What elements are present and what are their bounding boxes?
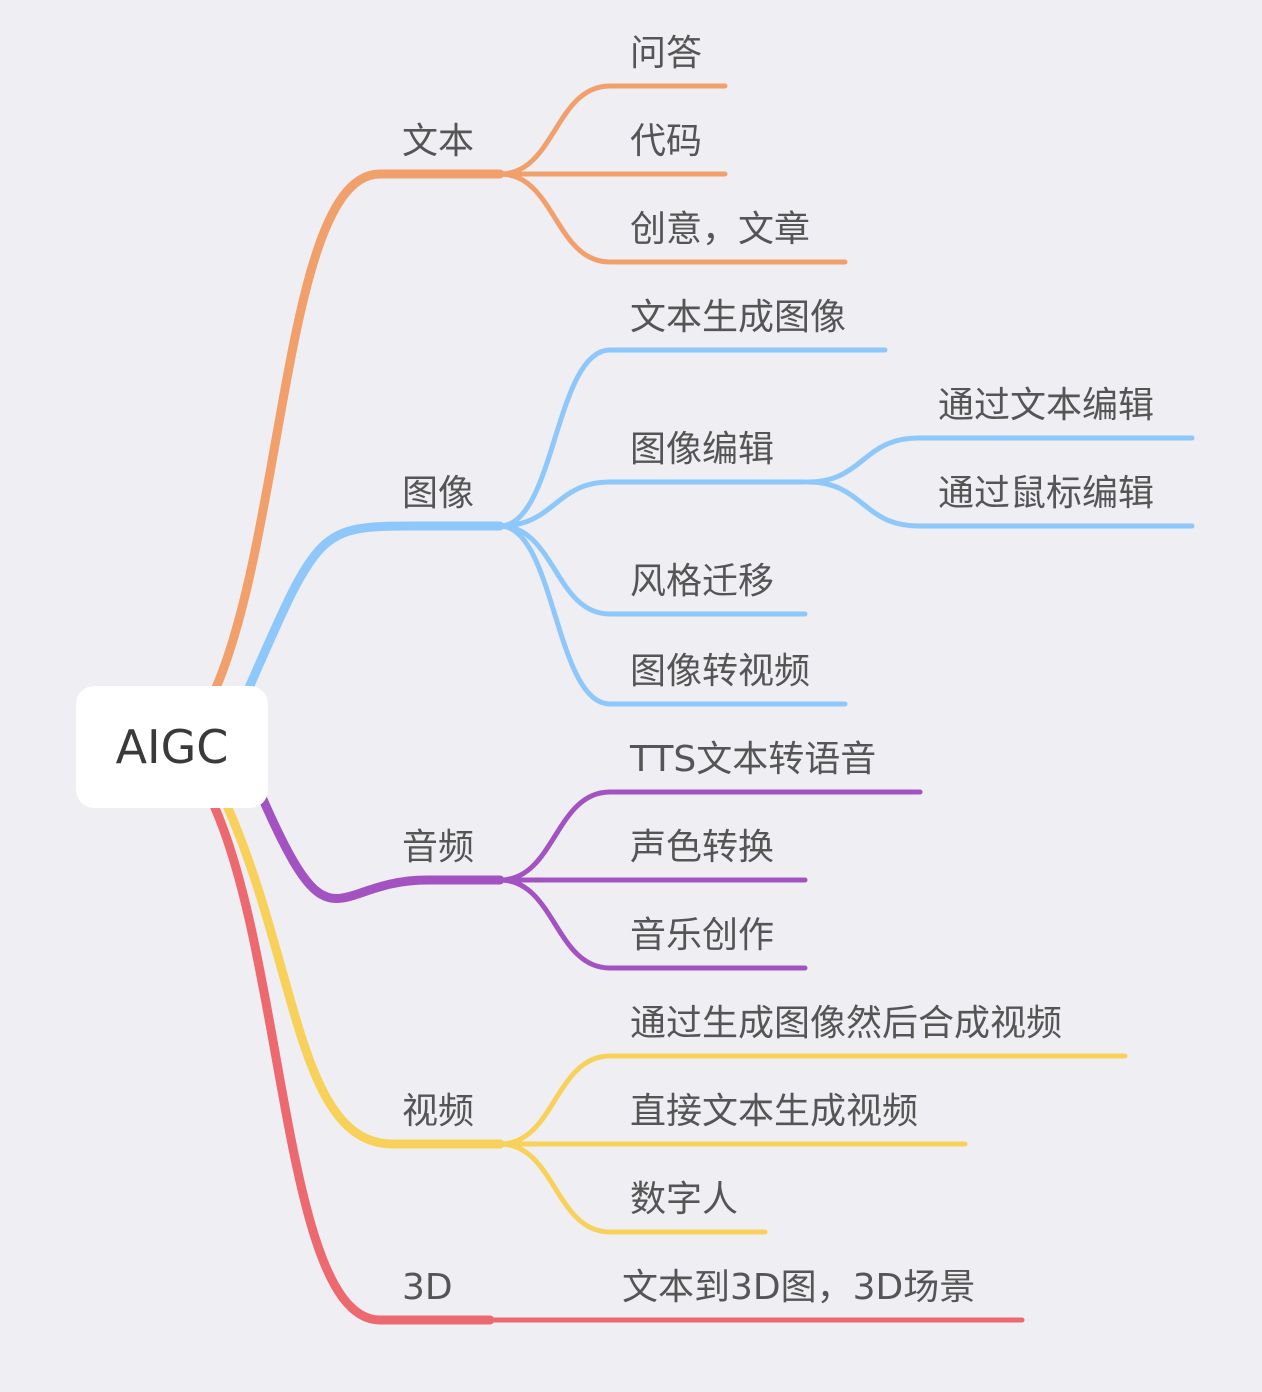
grandchild-link-1-1-0 bbox=[805, 435, 1195, 485]
child-label-2-2[interactable]: 音乐创作 bbox=[630, 915, 775, 956]
child-label-1-1[interactable]: 图像编辑 bbox=[630, 429, 775, 470]
branch-label-0[interactable]: 文本 bbox=[402, 121, 475, 162]
child-label-0-2[interactable]: 创意，文章 bbox=[630, 209, 811, 250]
branch-link-0 bbox=[210, 169, 505, 695]
child-link-0-2 bbox=[497, 171, 848, 265]
child-link-2-2 bbox=[497, 877, 808, 971]
child-label-1-2[interactable]: 风格迁移 bbox=[630, 561, 775, 602]
branch-link-2 bbox=[257, 792, 505, 903]
branch-label-3[interactable]: 视频 bbox=[402, 1091, 475, 1132]
branch-link-1 bbox=[243, 521, 505, 695]
child-link-1-3 bbox=[497, 523, 848, 707]
child-link-1-2 bbox=[497, 523, 808, 617]
child-link-1-0 bbox=[497, 347, 888, 529]
child-label-3-0[interactable]: 通过生成图像然后合成视频 bbox=[630, 1003, 1063, 1044]
branch-link-3 bbox=[223, 803, 505, 1149]
child-link-3-0 bbox=[497, 1053, 1128, 1147]
branch-link-4 bbox=[210, 803, 495, 1325]
child-label-2-0[interactable]: TTS文本转语音 bbox=[630, 739, 877, 780]
grandchild-label-1-1-0[interactable]: 通过文本编辑 bbox=[938, 385, 1155, 426]
child-link-1-1 bbox=[497, 479, 808, 529]
root-label: AIGC bbox=[115, 720, 229, 774]
child-label-0-1[interactable]: 代码 bbox=[630, 121, 703, 162]
root-node[interactable]: AIGC bbox=[76, 686, 268, 808]
child-label-4-0[interactable]: 文本到3D图，3D场景 bbox=[622, 1267, 976, 1308]
child-label-3-2[interactable]: 数字人 bbox=[630, 1179, 739, 1220]
child-label-3-1[interactable]: 直接文本生成视频 bbox=[630, 1091, 919, 1132]
child-label-2-1[interactable]: 声色转换 bbox=[630, 827, 775, 868]
branch-label-1[interactable]: 图像 bbox=[402, 473, 475, 514]
grandchild-link-1-1-1 bbox=[805, 479, 1195, 529]
child-link-3-2 bbox=[497, 1141, 768, 1235]
child-link-2-0 bbox=[497, 789, 923, 883]
child-link-0-0 bbox=[497, 83, 728, 177]
branch-label-2[interactable]: 音频 bbox=[402, 827, 475, 868]
child-label-0-0[interactable]: 问答 bbox=[630, 33, 703, 74]
child-label-1-0[interactable]: 文本生成图像 bbox=[630, 297, 847, 338]
child-label-1-3[interactable]: 图像转视频 bbox=[630, 651, 811, 692]
branch-label-4[interactable]: 3D bbox=[402, 1267, 453, 1308]
grandchild-label-1-1-1[interactable]: 通过鼠标编辑 bbox=[938, 473, 1155, 514]
